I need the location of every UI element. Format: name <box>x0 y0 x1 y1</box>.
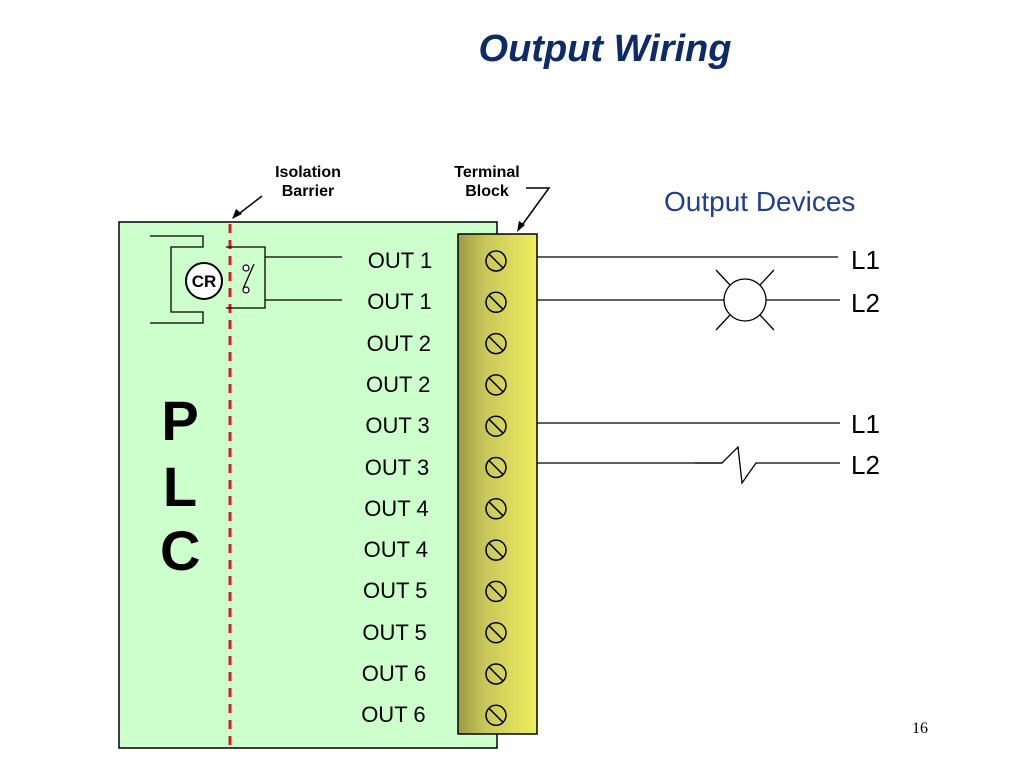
line-label-l1-bottom: L1 <box>851 409 880 439</box>
output-label: OUT 2 <box>366 330 431 356</box>
terminal-block <box>457 233 538 735</box>
terminal-screws <box>485 250 507 727</box>
line-label-l2-bottom: L2 <box>851 450 880 480</box>
terminal-block-callout: Terminal Block <box>441 163 533 201</box>
relay-coil-label: CR <box>191 272 217 291</box>
plc-letter-l: L <box>162 455 198 518</box>
isolation-barrier-line-1: Isolation <box>275 164 341 181</box>
output-label: OUT 3 <box>364 454 430 480</box>
terminal-screw <box>485 704 507 727</box>
output-label: OUT 5 <box>362 578 428 604</box>
isolation-barrier-line-2: Barrier <box>281 183 335 200</box>
output-label: OUT 2 <box>365 371 431 397</box>
field-wires <box>537 256 840 464</box>
terminal-screw <box>485 332 507 355</box>
terminal-block-line-1: Terminal <box>454 164 520 181</box>
relay-symbol <box>150 235 342 324</box>
terminal-screw <box>485 498 507 520</box>
output-label: OUT 1 <box>367 248 433 273</box>
output-label: OUT 5 <box>362 619 427 645</box>
terminal-screw <box>485 374 507 396</box>
terminal-screw <box>485 580 507 603</box>
output-label: OUT 4 <box>363 537 428 563</box>
terminal-screw <box>485 456 507 479</box>
relay-coil <box>185 262 223 300</box>
slide-title: Output Wiring <box>478 28 732 70</box>
line-label-l1-top: L1 <box>851 245 880 275</box>
output-label: OUT 3 <box>365 413 430 439</box>
plc-housing <box>118 221 498 749</box>
terminal-block-arrowhead <box>517 221 525 232</box>
terminal-screw <box>485 415 507 437</box>
output-devices-label: Output Devices <box>664 186 856 217</box>
isolation-barrier-callout: Isolation Barrier <box>262 163 354 201</box>
terminal-screw <box>485 291 507 314</box>
output-label: OUT 1 <box>367 289 432 315</box>
terminal-block-line-2: Block <box>465 183 509 200</box>
terminal-screw <box>485 250 507 272</box>
terminal-block-leader <box>519 187 551 229</box>
isolation-barrier-arrowhead <box>232 209 242 219</box>
terminal-screw <box>485 663 507 685</box>
plc-letter-c: C <box>160 519 201 582</box>
plc-letter-p: P <box>161 389 199 452</box>
line-label-l2-top: L2 <box>851 288 880 318</box>
output-label: OUT 6 <box>361 661 427 686</box>
output-label: OUT 4 <box>364 495 429 521</box>
terminal-screw <box>485 621 507 644</box>
terminal-screw <box>485 539 507 561</box>
page-number: 16 <box>912 720 928 737</box>
contact-symbol <box>695 445 776 485</box>
lamp-symbol <box>715 269 775 331</box>
output-label: OUT 6 <box>361 702 426 728</box>
